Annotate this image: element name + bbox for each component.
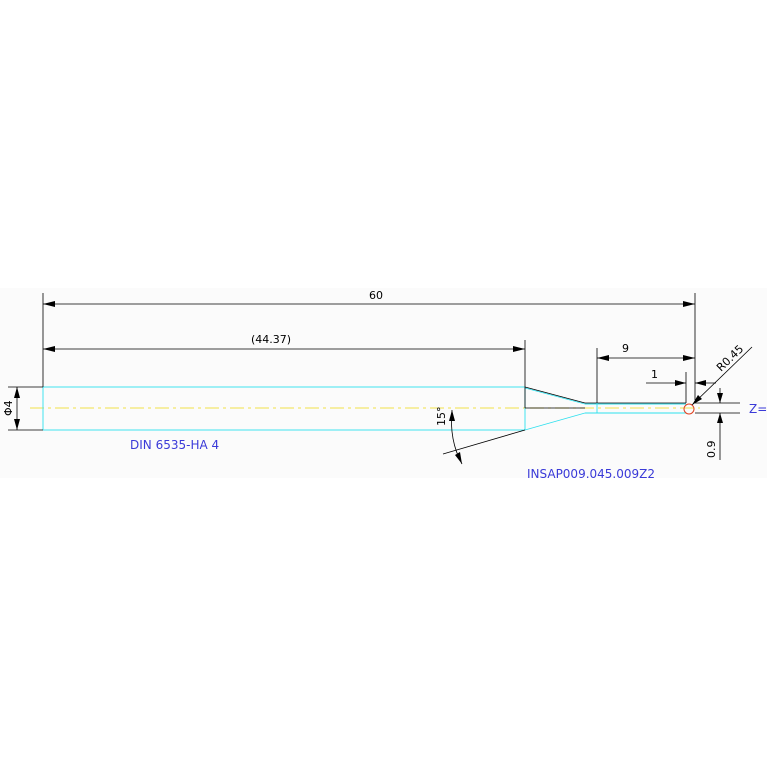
dim-taper-angle: 15° <box>435 407 448 427</box>
radius-leader <box>691 346 753 406</box>
shank-standard-label: DIN 6535-HA 4 <box>130 438 219 452</box>
arrow-cut-left <box>597 355 609 361</box>
shank-outline <box>42 386 526 431</box>
arrow-radius <box>692 395 702 405</box>
taper-upper <box>524 386 586 404</box>
arrow-step-left <box>675 380 686 386</box>
dim-small-step: 1 <box>651 368 658 381</box>
taper-upper-cyan <box>524 387 586 405</box>
dim-shank-length: (44.37) <box>251 333 291 346</box>
dim-overall-length: 60 <box>369 289 383 302</box>
dim-shank-diameter: Φ4 <box>2 400 15 416</box>
arrow-tip-bottom <box>717 413 723 423</box>
angle-line-a <box>442 429 526 455</box>
part-number-label: INSAP009.045.009Z2 <box>527 467 655 481</box>
arrow-cut-right <box>683 355 695 361</box>
arrow-step-right <box>695 380 706 386</box>
radius-marker <box>683 403 695 415</box>
flutes-label: Z=2 <box>749 402 767 416</box>
arrow-shank-right <box>513 346 525 352</box>
arrow-overall-right <box>683 301 695 307</box>
dim-tip-offset: 0.9 <box>705 441 718 459</box>
arrow-angle-bottom <box>455 452 462 464</box>
taper-lower <box>524 412 586 431</box>
dim-cut-length: 9 <box>622 342 629 355</box>
arrow-angle-top <box>449 410 455 421</box>
arrow-dia-top <box>14 387 20 398</box>
arrow-dia-bottom <box>14 419 20 430</box>
drawing-band <box>0 288 767 478</box>
arrow-tip-top <box>717 393 723 403</box>
arrow-overall-left <box>43 301 55 307</box>
arrow-shank-left <box>43 346 55 352</box>
